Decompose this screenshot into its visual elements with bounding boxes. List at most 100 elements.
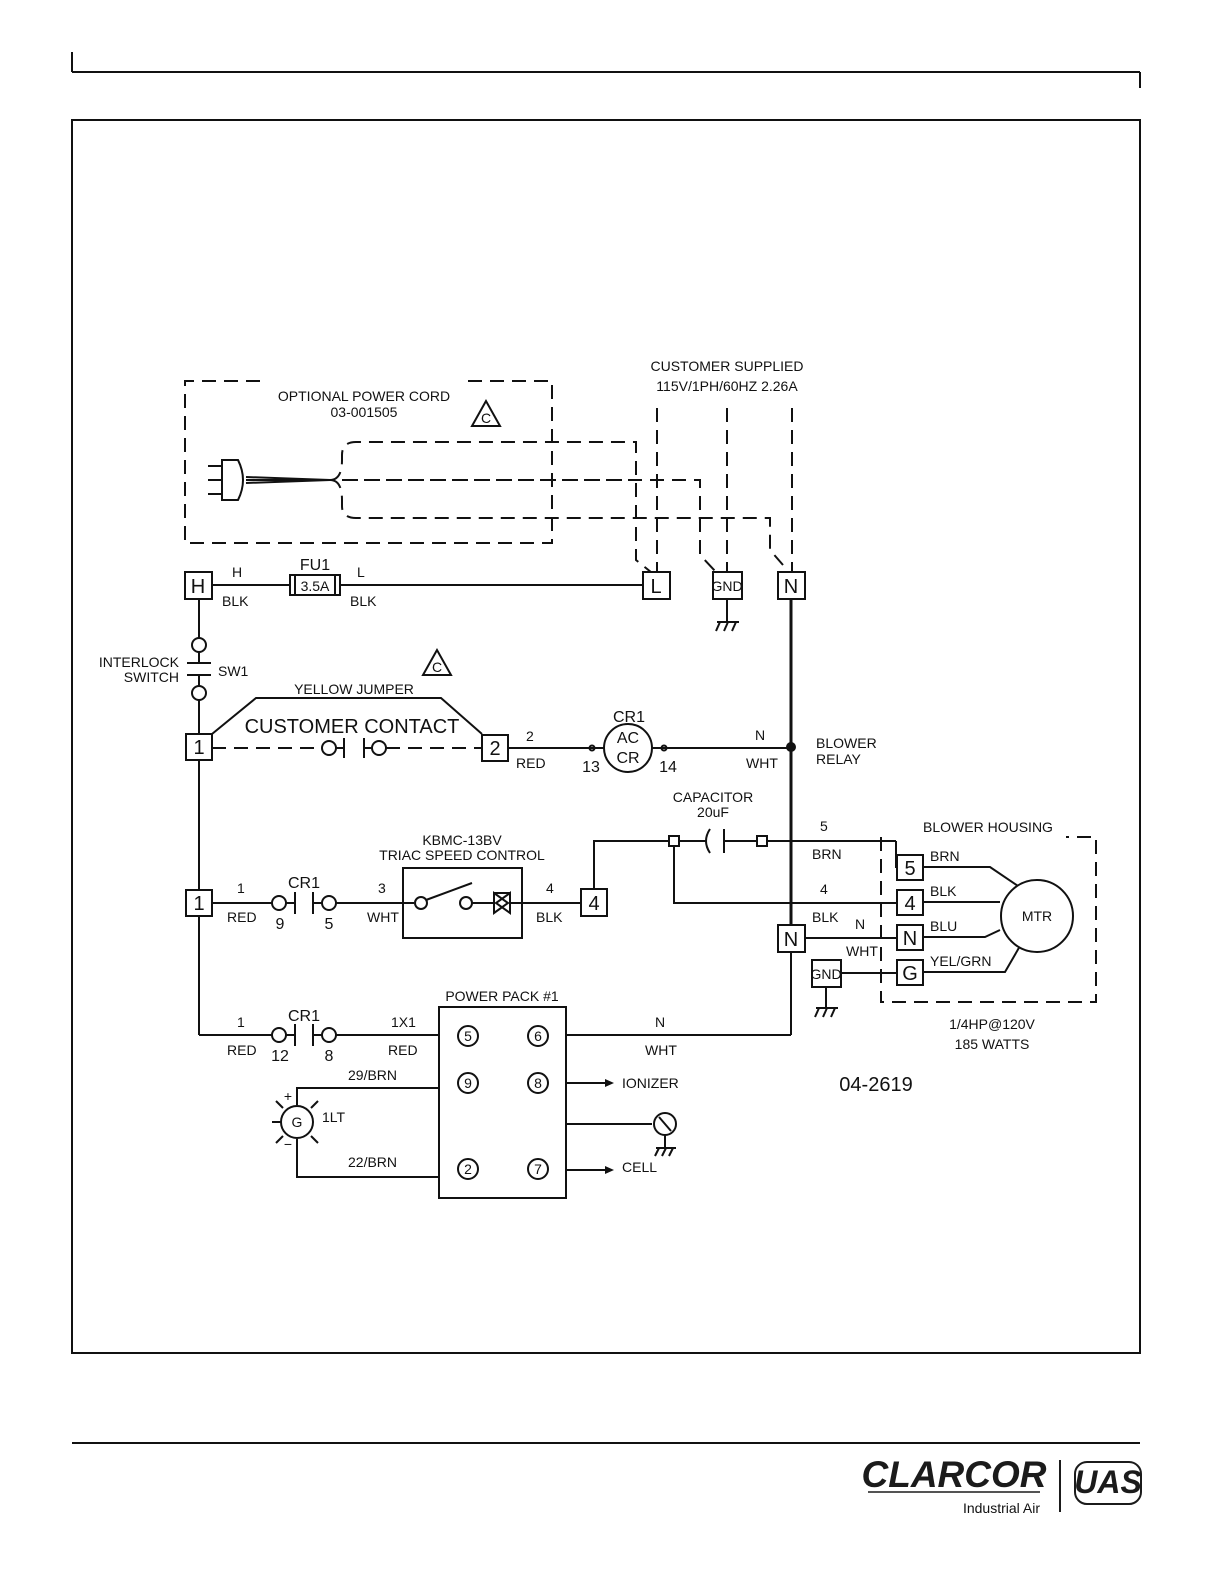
cell-label: CELL: [622, 1159, 657, 1175]
power-cord-title: OPTIONAL POWER CORD: [278, 388, 450, 404]
chassis-ground-icon: [653, 1112, 677, 1157]
supply-line2: 115V/1PH/60HZ 2.26A: [656, 378, 798, 394]
speed-control-model: KBMC-13BV: [422, 832, 502, 848]
wire-22-brn: 22/BRN: [348, 1154, 397, 1170]
drawing-number: 04-2619: [839, 1074, 912, 1096]
terminal-l: [642, 571, 671, 600]
light-minus: −: [284, 1136, 292, 1152]
terminal-2: [481, 734, 509, 762]
customer-contact: [321, 738, 387, 758]
interlock-label-1: INTERLOCK: [99, 654, 180, 670]
customer-contact-label: CUSTOMER CONTACT: [245, 716, 460, 738]
optional-power-cord: OPTIONAL POWER CORD 03-001505 C: [184, 380, 784, 578]
speed-control-name: TRIAC SPEED CONTROL: [379, 847, 545, 863]
motor-terminal-n-label: N: [903, 928, 917, 950]
capacitor-label-1: CAPACITOR: [673, 789, 753, 805]
contact-a-name: CR1: [288, 875, 320, 892]
motor-terminal-g: [896, 959, 924, 986]
wire-red4: RED: [388, 1042, 418, 1058]
wire-5: 5: [820, 818, 828, 834]
wire-h: H: [232, 564, 242, 580]
blower-relay-label-2: RELAY: [816, 751, 862, 767]
relay-pin-13: 13: [582, 759, 600, 776]
wire-1: 1: [237, 880, 245, 896]
motor-label: MTR: [1022, 908, 1052, 924]
motor-terminal-5-label: 5: [904, 858, 915, 880]
pack-pin-6: 6: [534, 1028, 542, 1044]
revision-c: C: [481, 410, 491, 426]
terminal-h-label: H: [191, 576, 205, 598]
contact-a-pin-5: 5: [325, 916, 334, 933]
wire-wht4: WHT: [645, 1042, 677, 1058]
motor-rating-1: 1/4HP@120V: [949, 1016, 1035, 1032]
relay-name: CR1: [613, 709, 645, 726]
wire-wht3: WHT: [846, 943, 878, 959]
wire-n3: N: [655, 1014, 665, 1030]
fuse-rating: 3.5A: [301, 578, 330, 594]
power-cord-part-number: 03-001505: [331, 404, 398, 420]
motor-terminal-g-label: G: [902, 963, 918, 985]
plug-icon: [208, 459, 331, 501]
uas-logo: UAS: [1074, 1464, 1142, 1500]
capacitor: [705, 828, 725, 854]
pack-pin-2: 2: [464, 1161, 472, 1177]
interlock-name: SW1: [218, 663, 249, 679]
wire-n2: N: [855, 916, 865, 932]
revision-triangle: C: [470, 398, 502, 427]
wire-4b: 4: [820, 881, 828, 897]
wire-wht1: WHT: [746, 755, 778, 771]
cr1-contact-b: [271, 1024, 337, 1046]
wire-l: L: [357, 564, 365, 580]
fuse-name: FU1: [300, 557, 330, 574]
fuse-fu1: FU1 3.5A: [289, 557, 341, 596]
terminal-l-label: L: [650, 576, 661, 598]
wire-4: 4: [546, 880, 554, 896]
revision-c-2: C: [432, 659, 442, 675]
wire-1x1: 1X1: [391, 1014, 416, 1030]
terminal-1-top-label: 1: [193, 737, 204, 759]
ground-icon: [715, 599, 739, 632]
brand-name: CLARCOR: [862, 1454, 1047, 1495]
ground-icon-2: [814, 987, 838, 1018]
power-pack: [438, 1006, 567, 1199]
interlock-label-2: SWITCH: [124, 669, 179, 685]
light-symbol: G: [292, 1114, 303, 1130]
pack-pin-8: 8: [534, 1075, 542, 1091]
yellow-jumper-label: YELLOW JUMPER: [294, 681, 414, 697]
light-name: 1LT: [322, 1109, 346, 1125]
wire-2: 2: [526, 728, 534, 744]
pack-pin-9: 9: [464, 1075, 472, 1091]
terminal-gnd: [712, 571, 743, 600]
wire-red: RED: [516, 755, 546, 771]
relay-cr: CR: [616, 750, 639, 767]
terminal-1-top: [185, 733, 213, 761]
wire-1c: 1: [237, 1014, 245, 1030]
motor-lead-blu: BLU: [930, 918, 957, 934]
brand-tagline: Industrial Air: [963, 1500, 1040, 1516]
terminal-n-label: N: [784, 576, 798, 598]
contact-b-pin-12: 12: [271, 1048, 289, 1065]
supply-line1: CUSTOMER SUPPLIED: [651, 358, 804, 374]
ionizer-label: IONIZER: [622, 1075, 679, 1091]
wire-brn: BRN: [812, 846, 842, 862]
pack-pin-7: 7: [534, 1161, 542, 1177]
wire-red3: RED: [227, 1042, 257, 1058]
wire-wht2: WHT: [367, 909, 399, 925]
blower-relay-label-1: BLOWER: [816, 735, 877, 751]
terminal-4: [580, 888, 608, 917]
motor-lead-blk: BLK: [930, 883, 957, 899]
clarcor-logo: CLARCOR Industrial Air UAS: [862, 1454, 1143, 1516]
motor-terminal-5: [896, 854, 924, 881]
contact-a-pin-9: 9: [276, 916, 285, 933]
motor-terminal-4-label: 4: [904, 893, 915, 915]
wire-blk4: BLK: [812, 909, 839, 925]
terminal-gnd2-label: GND: [810, 966, 841, 982]
diagram-frame: [71, 119, 1141, 1354]
motor-terminal-n: [896, 924, 924, 951]
wire-3: 3: [378, 880, 386, 896]
motor-rating-2: 185 WATTS: [955, 1036, 1030, 1052]
motor: [1000, 879, 1074, 953]
contact-b-pin-8: 8: [325, 1048, 334, 1065]
triac-speed-control: [402, 867, 523, 939]
